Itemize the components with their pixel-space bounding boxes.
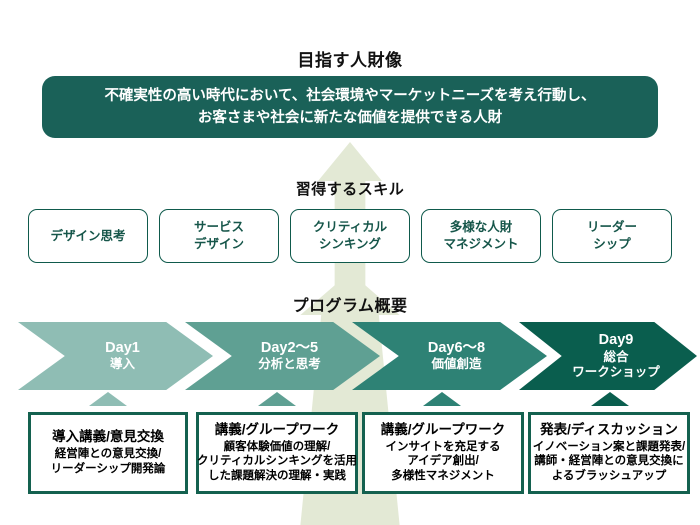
vision-line-1: 不確実性の高い時代において、社会環境やマーケットニーズを考え行動し、 (104, 87, 596, 104)
detail-line: インサイトを充足する (385, 440, 501, 453)
skill-box-design-thinking[interactable]: デザイン思考 (28, 209, 148, 263)
detail-line: クリティカルシンキングを活用 (197, 455, 357, 468)
vision-line-2: お客さまや社会に新たな価値を提供できる人財 (197, 110, 503, 126)
detail-title: 発表/ディスカッション (540, 421, 678, 437)
vision-statement-banner: 不確実性の高い時代において、社会環境やマーケットニーズを考え行動し、 お客さまや… (42, 76, 658, 138)
phase-subtitle-2: ワークショップ (572, 364, 660, 379)
skill-label-line: デザイン (193, 237, 244, 251)
skill-box-leadership[interactable]: リーダー シップ (552, 209, 672, 263)
phase-subtitle: 分析と思考 (258, 357, 321, 372)
heading-skills: 習得するスキル (295, 181, 405, 198)
skill-label-line: 多様な人財 (449, 220, 513, 235)
phase-chevron-day1[interactable]: Day1 導入 (18, 322, 213, 390)
phase-detail-day6-8[interactable]: 講義/グループワーク インサイトを充足する アイデア創出/ 多様性マネジメント (362, 412, 524, 494)
program-phase-chevrons: Day1 導入 Day2〜5 分析と思考 Day6〜8 価値創造 Day9 総合… (0, 322, 700, 390)
detail-title: 講義/グループワーク (380, 421, 506, 437)
skills-row: デザイン思考 サービス デザイン クリティカル シンキング 多様な人財 マネジメ… (28, 209, 672, 263)
detail-line: アイデア創出/ (407, 455, 479, 468)
detail-title: 講義/グループワーク (214, 421, 340, 437)
skill-box-critical-thinking[interactable]: クリティカル シンキング (290, 209, 410, 263)
phase-subtitle: 総合 (603, 349, 629, 364)
skill-box-diversity-management[interactable]: 多様な人財 マネジメント (421, 209, 541, 263)
skill-box-service-design[interactable]: サービス デザイン (159, 209, 279, 263)
phase-title: Day2〜5 (260, 339, 319, 356)
phase-title: Day6〜8 (427, 339, 486, 356)
phase-chevron-day6-8[interactable]: Day6〜8 価値創造 (352, 322, 547, 390)
connector-triangle-day9 (591, 392, 629, 406)
phase-subtitle: 導入 (109, 357, 135, 372)
phase-detail-day9[interactable]: 発表/ディスカッション イノベーション案と課題発表/ 講師・経営陣との意見交換に… (528, 412, 690, 494)
detail-line: イノベーション案と課題発表/ (532, 440, 686, 453)
detail-line: リーダーシップ開発論 (50, 462, 166, 475)
detail-line: した課題解決の理解・実践 (208, 470, 346, 483)
phase-title: Day9 (598, 331, 634, 348)
skill-label-line: リーダー (586, 220, 637, 235)
skill-label-line: クリティカル (312, 220, 388, 235)
skill-label-line: マネジメント (443, 237, 519, 251)
skill-label-line: シンキング (318, 237, 382, 251)
phase-subtitle: 価値創造 (431, 357, 482, 372)
heading-target-persona: 目指す人財像 (297, 51, 403, 70)
detail-title: 導入講義/意見交換 (52, 429, 164, 445)
heading-program-overview: プログラム概要 (292, 298, 408, 315)
connector-triangle-day1 (89, 392, 127, 406)
phase-detail-day2-5[interactable]: 講義/グループワーク 顧客体験価値の理解/ クリティカルシンキングを活用 した課… (196, 412, 358, 494)
skill-label-line: シップ (593, 237, 631, 251)
detail-line: 顧客体験価値の理解/ (223, 440, 331, 453)
skill-label-line: デザイン思考 (50, 228, 126, 243)
detail-line: 講師・経営陣との意見交換に (534, 455, 684, 468)
phase-detail-day1[interactable]: 導入講義/意見交換 経営陣との意見交換/ リーダーシップ開発論 (28, 412, 188, 494)
connector-triangle-day2-5 (258, 392, 296, 406)
connector-triangle-day6-8 (423, 392, 461, 406)
skill-label-line: サービス (193, 220, 244, 235)
detail-line: よるブラッシュアップ (551, 470, 667, 483)
phase-title: Day1 (105, 339, 140, 356)
detail-line: 多様性マネジメント (391, 470, 495, 483)
phase-chevron-day2-5[interactable]: Day2〜5 分析と思考 (185, 322, 380, 390)
detail-line: 経営陣との意見交換/ (54, 448, 162, 460)
